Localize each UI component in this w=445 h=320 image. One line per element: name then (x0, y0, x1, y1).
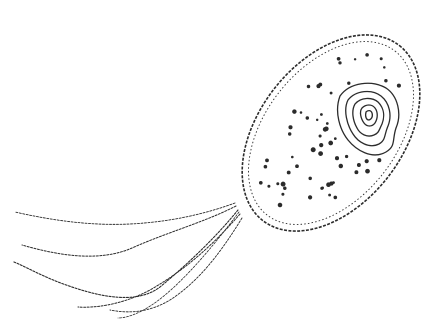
cell-body (206, 1, 445, 265)
ribosome-dot (326, 182, 331, 187)
ribosome-dot (365, 169, 370, 174)
ribosome-dot (308, 195, 312, 199)
ribosome-dot (328, 141, 333, 146)
ribosome-dot (354, 58, 356, 60)
ribosome-dot (377, 158, 381, 162)
ribosome-dot (259, 181, 263, 185)
nucleoid-ring-4 (361, 105, 378, 126)
ribosome-dot (345, 155, 348, 158)
ribosome-dot (281, 193, 284, 196)
ribosome-dot (339, 164, 343, 168)
ribosome-dot (383, 66, 386, 69)
ribosome-dot (311, 147, 316, 152)
ribosome-dot (319, 143, 323, 147)
ribosome-dot (384, 79, 387, 82)
ribosome-dot (291, 156, 294, 159)
flagella (14, 203, 242, 318)
ribosome-dot (324, 126, 329, 131)
ribosome-dot (287, 171, 291, 175)
ribosome-dot (316, 119, 318, 121)
ribosome-dot (380, 57, 383, 60)
flagellum-3 (22, 206, 236, 256)
ribosome-dot (288, 125, 292, 129)
nucleoid-core (366, 111, 373, 120)
flagellum-6 (118, 212, 239, 318)
ribosome-dot (319, 134, 322, 137)
ribosome-dot (278, 203, 283, 208)
flagellum-1 (14, 210, 238, 297)
ribosome-dot (281, 182, 286, 187)
nucleoid-ring-3 (353, 98, 384, 136)
ribosome-dot (320, 113, 323, 116)
ribosome-dot (397, 84, 401, 88)
ribosome-dot (308, 177, 311, 180)
ribosome-dot (320, 187, 323, 190)
ribosome-dot (326, 122, 329, 125)
flagellum-2 (78, 214, 240, 307)
ribosome-dot (316, 84, 320, 88)
ribosome-dot (365, 159, 369, 163)
ribosome-dot (318, 151, 323, 156)
ribosome-dot (357, 163, 361, 167)
ribosome-dot (283, 186, 286, 189)
ribosome-dot (265, 159, 269, 163)
ribosome-dot (347, 82, 350, 85)
ribosome-dot (338, 61, 341, 64)
ribosome-dot (292, 109, 296, 113)
ribosome-dot (332, 181, 335, 184)
ribosome-dot (354, 170, 358, 174)
ribosome-dot (330, 92, 333, 95)
ribosome-dot (365, 53, 369, 57)
nucleoid (338, 83, 399, 155)
ribosome-dot (333, 196, 337, 200)
ribosome-dot (306, 116, 309, 119)
ribosome-dot (335, 156, 339, 160)
ribosome-dot (288, 132, 291, 135)
cell-outer-wall (206, 1, 445, 265)
ribosome-dot (307, 85, 310, 88)
ribosome-dot (328, 194, 331, 197)
ribosome-dot (337, 57, 341, 61)
ribosome-dot (334, 137, 337, 140)
ribosome-dot (276, 182, 279, 185)
ribosome-dot (267, 185, 270, 188)
ribosome-dot (264, 165, 268, 169)
ribosome-dot (295, 164, 299, 168)
ribosome-dot (300, 111, 303, 114)
